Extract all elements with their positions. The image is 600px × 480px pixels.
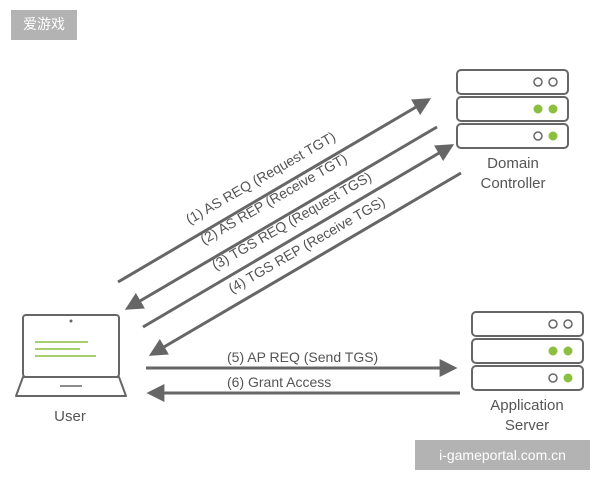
- domain-controller-label-line1: Domain: [487, 155, 539, 172]
- application-server-label-line2: Server: [505, 417, 549, 434]
- arrow-as-req: [117, 98, 432, 284]
- domain-controller-label-line2: Controller: [480, 175, 545, 192]
- watermark-top-left: 爱游戏: [11, 10, 77, 40]
- user-laptop-icon: [15, 314, 127, 397]
- watermark-bottom-right: i-gameportal.com.cn: [415, 440, 590, 470]
- user-label: User: [54, 408, 86, 425]
- application-server-icon: [471, 311, 584, 391]
- arrow-tgs-rep: [148, 171, 462, 356]
- message-5-label: (5) AP REQ (Send TGS): [227, 349, 378, 365]
- arrow-as-rep: [124, 125, 438, 310]
- application-server-label-line1: Application: [490, 397, 563, 414]
- domain-controller-server-icon: [456, 69, 569, 149]
- message-6-label: (6) Grant Access: [227, 374, 331, 390]
- arrow-tgs-req: [142, 144, 455, 329]
